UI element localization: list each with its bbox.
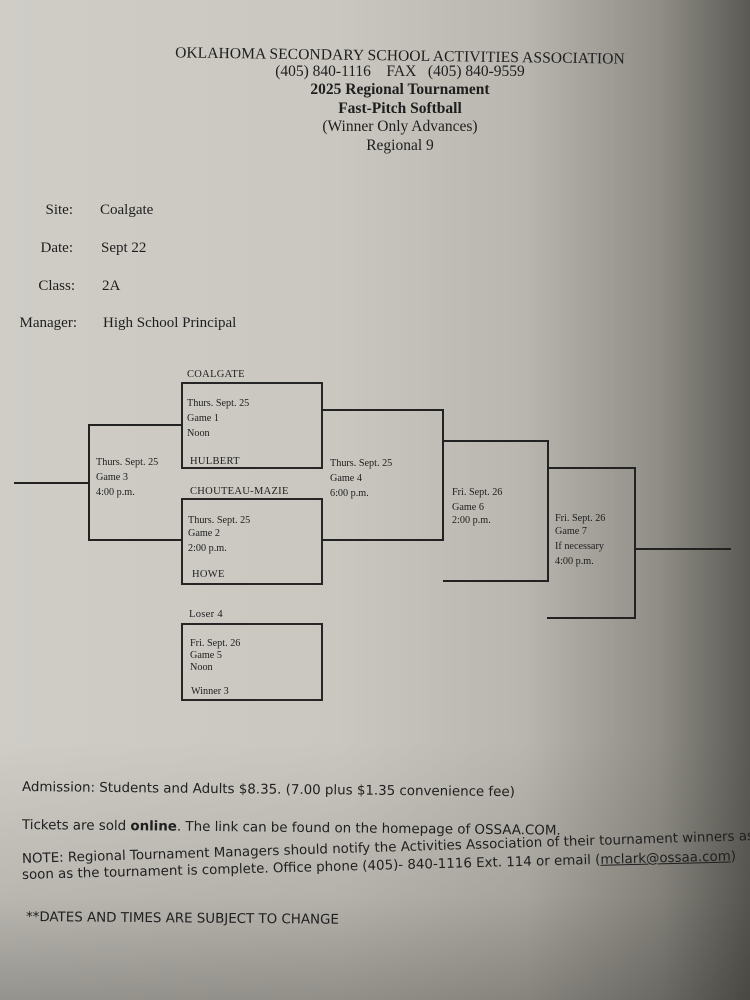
admission-note: Admission: Students and Adults $8.35. (7… xyxy=(21,780,515,801)
email-link[interactable]: mclark@ossaa.com xyxy=(600,849,731,868)
game5-team-top: Loser 4 xyxy=(189,609,223,620)
champion-line xyxy=(635,548,731,550)
game1-team-top: COALGATE xyxy=(187,369,245,380)
game7-note: If necessary xyxy=(555,541,604,552)
manager-value: High School Principal xyxy=(103,315,237,331)
game3-bottom-line xyxy=(88,539,182,541)
game3-vertical-line xyxy=(88,424,90,541)
game5-time: Noon xyxy=(190,662,213,673)
game7-top-line xyxy=(548,467,636,469)
game4-top-line xyxy=(322,409,444,411)
game4-number: Game 4 xyxy=(330,473,362,484)
game7-bottom-line xyxy=(547,617,636,619)
class-value: 2A xyxy=(102,278,121,294)
game2-team-bottom: HOWE xyxy=(192,569,225,580)
date-value: Sept 22 xyxy=(101,240,147,256)
game7-day: Fri. Sept. 26 xyxy=(555,513,606,524)
game2-time: 2:00 p.m. xyxy=(188,543,227,554)
game2-number: Game 2 xyxy=(188,528,220,539)
manager-label: Manager: xyxy=(19,315,77,331)
game5-box xyxy=(181,623,323,701)
disclaimer: **DATES AND TIMES ARE SUBJECT TO CHANGE xyxy=(25,910,339,928)
game2-day: Thurs. Sept. 25 xyxy=(188,515,251,526)
game1-number: Game 1 xyxy=(187,413,219,424)
game6-time: 2:00 p.m. xyxy=(452,515,491,526)
format-note: (Winner Only Advances) xyxy=(322,118,478,135)
game4-day: Thurs. Sept. 25 xyxy=(330,458,393,469)
game6-top-line xyxy=(443,440,549,442)
game1-box xyxy=(181,382,323,469)
game6-number: Game 6 xyxy=(452,502,484,513)
game6-day: Fri. Sept. 26 xyxy=(452,487,503,498)
game5-day: Fri. Sept. 26 xyxy=(190,638,241,649)
phone-fax-line: (405) 840-1116 FAX (405) 840-9559 xyxy=(275,62,525,80)
game3-time: 4:00 p.m. xyxy=(96,487,135,498)
game6-bottom-line xyxy=(443,580,549,582)
class-label: Class: xyxy=(38,278,75,294)
game2-team-top: CHOUTEAU-MAZIE xyxy=(190,486,289,497)
regional-number: Regional 9 xyxy=(366,136,434,154)
date-label: Date: xyxy=(40,240,73,256)
site-value: Coalgate xyxy=(100,202,154,218)
game3-top-line xyxy=(88,424,182,426)
site-label: Site: xyxy=(45,202,73,218)
game1-time: Noon xyxy=(187,428,210,439)
tickets-text-pre: Tickets are sold xyxy=(21,818,131,835)
game3-number: Game 3 xyxy=(96,472,128,483)
tournament-title: 2025 Regional Tournament xyxy=(310,81,490,98)
game7-time: 4:00 p.m. xyxy=(555,556,594,567)
tickets-online-bold: online xyxy=(130,819,178,835)
game4-time: 6:00 p.m. xyxy=(330,488,369,499)
tickets-text-post: . The link can be found on the homepage … xyxy=(176,819,561,839)
game1-day: Thurs. Sept. 25 xyxy=(187,398,250,409)
sport-title: Fast-Pitch Softball xyxy=(338,99,462,117)
tickets-note: Tickets are sold online. The link can be… xyxy=(22,818,561,839)
document-header: OKLAHOMA SECONDARY SCHOOL ACTIVITIES ASS… xyxy=(150,44,650,155)
game2-box xyxy=(181,498,323,585)
game3-output-line xyxy=(14,482,89,484)
game4-vertical-line xyxy=(442,409,444,541)
game5-number: Game 5 xyxy=(190,650,222,661)
game4-bottom-line xyxy=(322,539,444,541)
note-line2-close: ) xyxy=(730,849,737,865)
game5-team-bottom: Winner 3 xyxy=(191,686,229,697)
game7-vertical-line xyxy=(634,467,636,619)
game1-team-bottom: HULBERT xyxy=(190,456,240,467)
game6-vertical-line xyxy=(547,440,549,582)
game7-number: Game 7 xyxy=(555,526,587,537)
game3-day: Thurs. Sept. 25 xyxy=(96,457,159,468)
